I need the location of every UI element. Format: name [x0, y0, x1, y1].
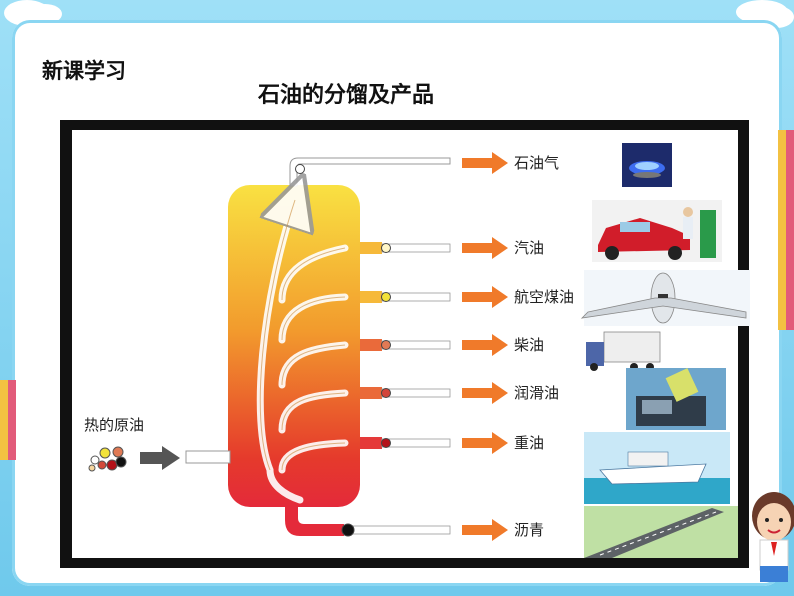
product-row-6: 沥青: [322, 519, 544, 541]
outlet-pipe: [381, 438, 451, 448]
outlet-pipe: [381, 340, 451, 350]
inlet-pipe: [185, 450, 231, 464]
outlet-pipe-stub: [360, 242, 382, 254]
product-row-3: 柴油: [360, 334, 544, 356]
crude-oil-dots: [88, 446, 127, 472]
product-row-0: 石油气: [295, 152, 559, 174]
product-arrow: [462, 286, 508, 308]
product-row-4: 润滑油: [360, 382, 559, 404]
cartoon-boy-decoration: [752, 492, 794, 582]
product-arrow: [462, 382, 508, 404]
product-image-engine-oil-pour: [626, 368, 726, 430]
product-image-airplane: [580, 270, 750, 326]
product-arrow: [462, 152, 508, 174]
left-stripe-decoration: [0, 380, 16, 460]
outlet-pipe-stub: [360, 437, 382, 449]
product-dot: [381, 438, 391, 448]
outlet-pipe: [381, 388, 451, 398]
product-image-ship: [584, 432, 730, 504]
bottom-outlet-pipe: [285, 505, 328, 536]
product-dot: [381, 243, 391, 253]
outlet-pipe: [381, 292, 451, 302]
product-row-1: 汽油: [360, 237, 544, 259]
product-image-car-at-fuel-pump: [592, 200, 722, 262]
outlet-pipe: [381, 243, 451, 253]
product-label: 石油气: [514, 154, 559, 172]
cloud-decoration-left-2: [28, 4, 62, 24]
outlet-pipe-stub: [360, 291, 382, 303]
product-row-2: 航空煤油: [360, 286, 574, 308]
outlet-pipe-stub: [322, 524, 344, 536]
product-label: 润滑油: [514, 384, 559, 402]
product-label: 汽油: [514, 239, 544, 257]
product-image-road: [584, 506, 738, 558]
product-label: 柴油: [514, 336, 544, 354]
top-gas-pipe: [289, 157, 451, 187]
product-arrow: [462, 334, 508, 356]
product-dot: [381, 292, 391, 302]
product-label: 沥青: [514, 521, 544, 539]
input-arrow: [140, 446, 180, 470]
product-image-gas-flame: [622, 143, 672, 187]
product-dot: [295, 164, 305, 174]
right-stripe-decoration: [778, 130, 794, 330]
product-image-truck: [584, 328, 664, 374]
product-dot: [381, 388, 391, 398]
product-label: 重油: [514, 434, 544, 452]
product-dot: [381, 340, 391, 350]
section-title: 新课学习: [42, 59, 126, 83]
product-row-5: 重油: [360, 432, 544, 454]
product-arrow: [462, 237, 508, 259]
product-arrow: [462, 519, 508, 541]
product-label: 航空煤油: [514, 288, 574, 306]
product-arrow: [462, 432, 508, 454]
outlet-pipe: [343, 525, 451, 535]
outlet-pipe-stub: [360, 339, 382, 351]
product-dot: [341, 523, 355, 537]
outlet-pipe-stub: [360, 387, 382, 399]
diagram-title: 石油的分馏及产品: [258, 83, 435, 108]
input-label: 热的原油: [84, 416, 144, 434]
